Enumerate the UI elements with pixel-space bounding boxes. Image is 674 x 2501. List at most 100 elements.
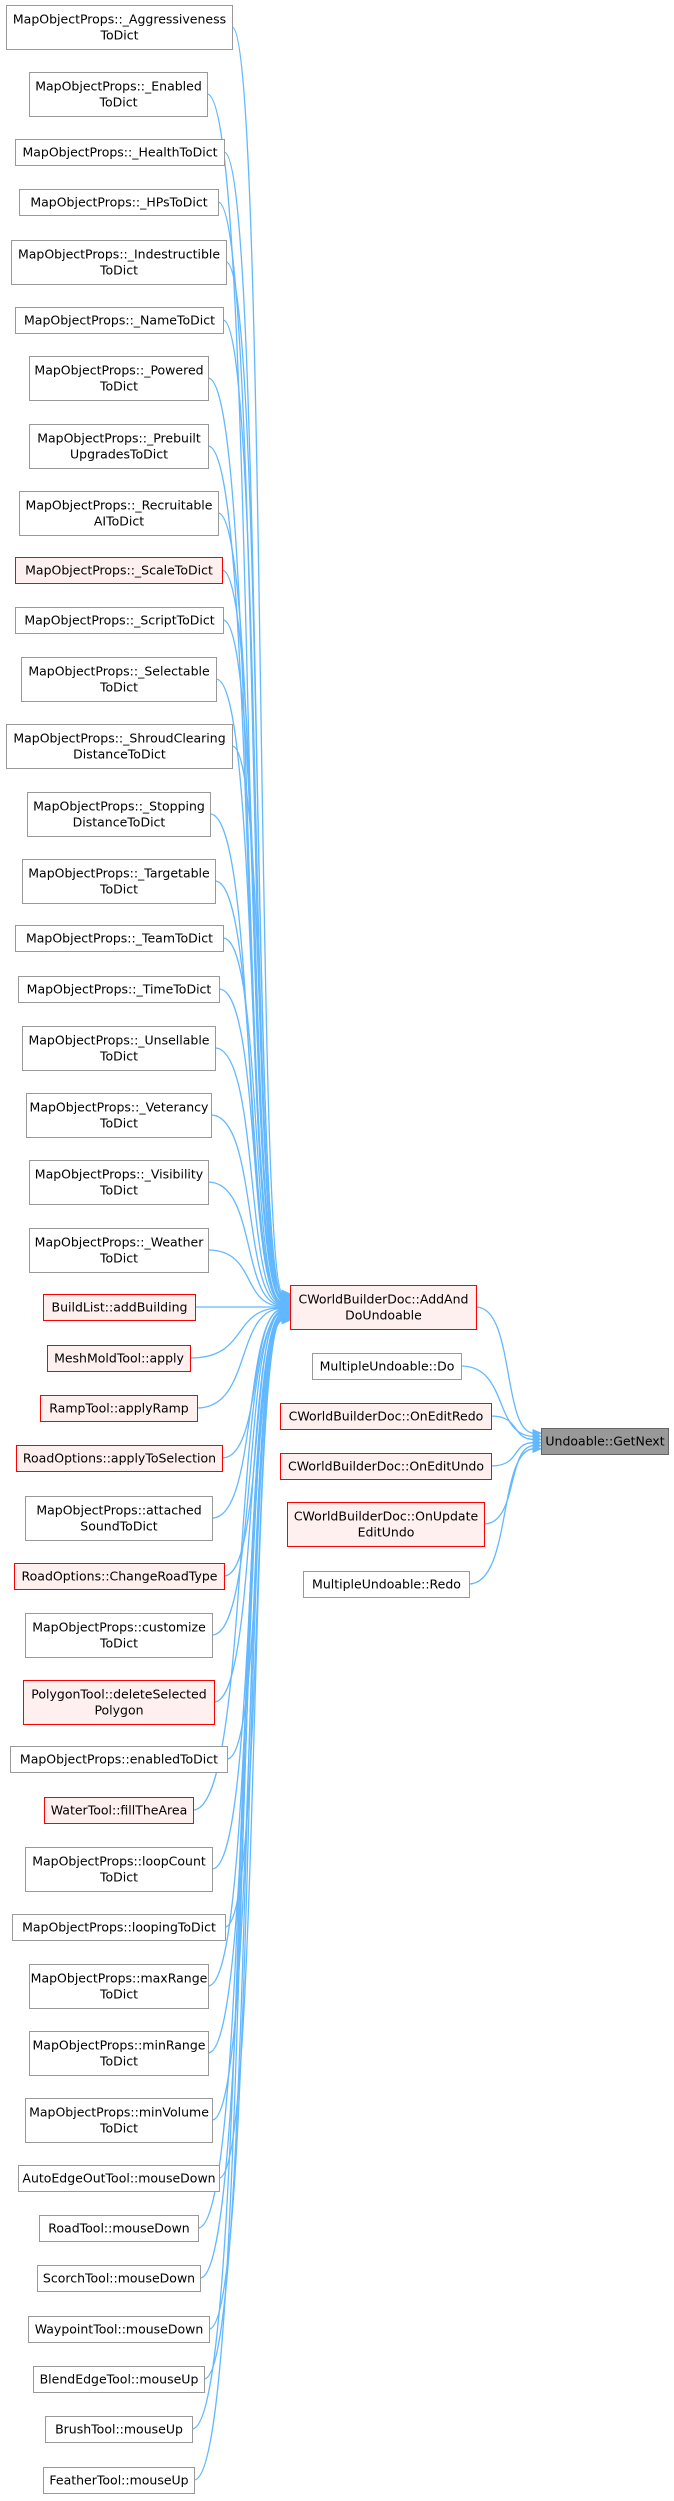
node-label: AIToDict xyxy=(94,514,144,529)
node-label: MapObjectProps::minVolume xyxy=(29,2105,209,2120)
node-target[interactable]: Undoable::GetNext xyxy=(541,1428,669,1455)
node-c24[interactable]: RoadOptions::applyToSelection xyxy=(16,1445,223,1472)
node-box xyxy=(26,1093,212,1138)
node-c2[interactable]: MapObjectProps::_HealthToDict xyxy=(15,139,225,166)
edge-c41-to-m0 xyxy=(191,1318,284,2430)
node-label: ToDict xyxy=(99,1987,138,2002)
node-label: MapObjectProps::_Prebuilt xyxy=(37,431,201,446)
node-label: MapObjectProps::_ScriptToDict xyxy=(24,613,214,628)
node-c21[interactable]: BuildList::addBuilding xyxy=(43,1294,196,1321)
arrow-m5-to-target xyxy=(532,1444,543,1454)
node-c39[interactable]: WaypointTool::mouseDown xyxy=(28,2316,210,2343)
nodes-layer: Undoable::GetNext CWorldBuilderDoc::AddAn… xyxy=(6,5,669,2494)
edge-c42-to-m0 xyxy=(193,1319,284,2481)
node-label: PolygonTool::deleteSelected xyxy=(31,1687,206,1702)
edge-c14-to-m0 xyxy=(214,880,284,1304)
edge-c16-to-m0 xyxy=(218,988,284,1305)
node-box xyxy=(6,5,233,50)
node-label: ToDict xyxy=(98,95,137,110)
node-c40[interactable]: BlendEdgeTool::mouseUp xyxy=(33,2366,205,2393)
node-m1[interactable]: MultipleUndoable::Do xyxy=(312,1353,462,1380)
edge-c15-to-m0 xyxy=(222,937,284,1304)
node-label: MapObjectProps::_Veterancy xyxy=(30,1100,209,1115)
node-label: MapObjectProps::_ShroudClearing xyxy=(13,731,225,746)
node-label: ToDict xyxy=(99,2054,138,2069)
node-label: MapObjectProps::_Recruitable xyxy=(26,498,213,513)
node-label: MapObjectProps::_Selectable xyxy=(28,664,210,679)
node-c5[interactable]: MapObjectProps::_NameToDict xyxy=(15,307,224,334)
node-box xyxy=(22,859,216,904)
node-box xyxy=(280,1453,492,1480)
node-box xyxy=(303,1571,470,1598)
node-label: MapObjectProps::attached xyxy=(36,1503,201,1518)
node-c37[interactable]: RoadTool::mouseDown xyxy=(39,2215,199,2242)
node-label: DistanceToDict xyxy=(73,815,166,830)
node-c12[interactable]: MapObjectProps::_ShroudClearingDistanceT… xyxy=(6,724,233,769)
node-label: ToDict xyxy=(99,28,138,43)
node-c10[interactable]: MapObjectProps::_ScriptToDict xyxy=(15,607,224,634)
node-c30[interactable]: WaterTool::fillTheArea xyxy=(44,1797,194,1824)
node-box xyxy=(44,1797,194,1824)
node-c29[interactable]: MapObjectProps::enabledToDict xyxy=(10,1746,228,1773)
node-label: RoadOptions::applyToSelection xyxy=(23,1451,216,1466)
node-m3[interactable]: CWorldBuilderDoc::OnEditUndo xyxy=(280,1453,492,1480)
node-c41[interactable]: BrushTool::mouseUp xyxy=(45,2416,193,2443)
node-box xyxy=(29,2031,209,2076)
node-c22[interactable]: MeshMoldTool::apply xyxy=(47,1345,191,1372)
node-label: FeatherTool::mouseUp xyxy=(49,2473,188,2488)
node-box xyxy=(541,1428,669,1455)
node-label: MapObjectProps::_HealthToDict xyxy=(22,145,217,160)
edge-c18-to-m0 xyxy=(210,1114,284,1306)
node-label: ScorchTool::mouseDown xyxy=(43,2271,195,2286)
node-box xyxy=(43,1294,196,1321)
node-c23[interactable]: RampTool::applyRamp xyxy=(40,1395,198,1422)
node-box xyxy=(33,2366,205,2393)
node-label: MapObjectProps::_Stopping xyxy=(33,799,205,814)
node-box xyxy=(25,1613,213,1658)
node-c3[interactable]: MapObjectProps::_HPsToDict xyxy=(19,189,219,216)
node-c15[interactable]: MapObjectProps::_TeamToDict xyxy=(15,925,224,952)
node-box xyxy=(12,1914,226,1941)
node-m2[interactable]: CWorldBuilderDoc::OnEditRedo xyxy=(280,1403,492,1430)
node-label: ToDict xyxy=(99,1870,138,1885)
node-m5[interactable]: MultipleUndoable::Redo xyxy=(303,1571,470,1598)
node-c36[interactable]: AutoEdgeOutTool::mouseDown xyxy=(18,2165,220,2192)
node-c38[interactable]: ScorchTool::mouseDown xyxy=(37,2265,201,2292)
node-label: MapObjectProps::maxRange xyxy=(31,1971,208,1986)
node-c42[interactable]: FeatherTool::mouseUp xyxy=(43,2467,195,2494)
node-c26[interactable]: RoadOptions::ChangeRoadType xyxy=(14,1563,225,1590)
node-c9[interactable]: MapObjectProps::_ScaleToDict xyxy=(15,557,223,584)
node-box xyxy=(290,1285,477,1330)
node-label: ToDict xyxy=(99,2121,138,2136)
node-box xyxy=(15,139,225,166)
node-box xyxy=(29,356,209,401)
node-label: ToDict xyxy=(99,1049,138,1064)
edge-m3-to-target xyxy=(490,1441,535,1467)
node-c16[interactable]: MapObjectProps::_TimeToDict xyxy=(18,976,220,1003)
node-c32[interactable]: MapObjectProps::loopingToDict xyxy=(12,1914,226,1941)
node-label: MapObjectProps::_ScaleToDict xyxy=(25,563,213,578)
node-box xyxy=(29,424,209,469)
